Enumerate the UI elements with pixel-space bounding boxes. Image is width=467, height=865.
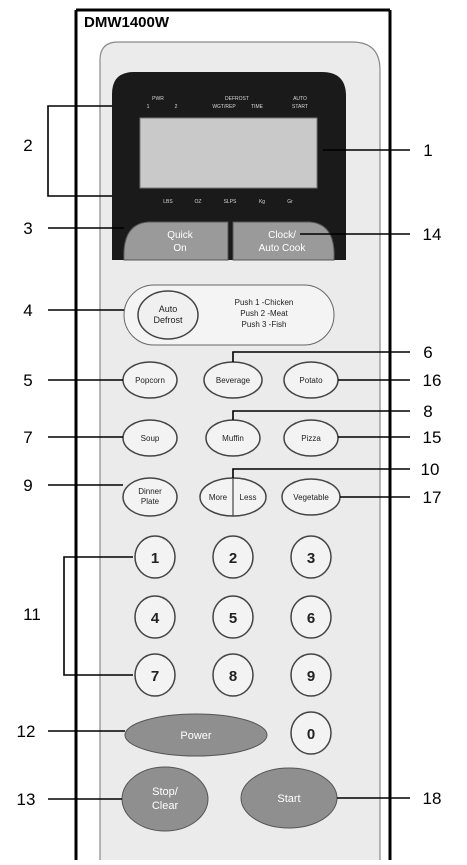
digit-1-button[interactable]: 1 [134, 535, 176, 579]
indicator-start: START [292, 104, 308, 110]
defrost-hint-fish: Push 3 -Fish [242, 320, 287, 329]
callout-5: 5 [23, 371, 32, 390]
auto-defrost-label-2: Defrost [153, 315, 183, 325]
lcd-window [139, 117, 318, 189]
callout-1: 1 [423, 141, 432, 160]
callout-2: 2 [23, 136, 32, 155]
digit-2-label: 2 [229, 550, 237, 567]
digit-5-button[interactable]: 5 [212, 595, 254, 639]
indicator-kg: Kg [259, 199, 265, 205]
pizza-button[interactable]: Pizza [283, 419, 339, 457]
popcorn-button[interactable]: Popcorn [122, 361, 178, 399]
digit-5-label: 5 [229, 610, 237, 627]
auto-defrost-label-1: Auto [159, 304, 178, 314]
digit-2-button[interactable]: 2 [212, 535, 254, 579]
digit-8-label: 8 [229, 668, 237, 685]
quick-on-label-2: On [173, 243, 186, 254]
indicator-defrost: DEFROST [225, 96, 249, 102]
soup-button[interactable]: Soup [122, 419, 178, 457]
callout-line-8 [232, 410, 410, 420]
callout-15: 15 [423, 428, 442, 447]
callout-line-6 [232, 351, 410, 362]
callout-14: 14 [423, 225, 442, 244]
stop-clear-label-2: Clear [152, 800, 179, 812]
callout-17: 17 [423, 488, 442, 507]
digit-0-label: 0 [307, 726, 315, 743]
digit-3-label: 3 [307, 550, 315, 567]
callout-13: 13 [17, 790, 36, 809]
digit-4-label: 4 [151, 610, 160, 627]
callout-bracket-11 [63, 556, 133, 676]
indicator-gr: Gr [287, 199, 293, 205]
indicator-auto: AUTO [293, 96, 307, 102]
dinner-plate-label-1: Dinner [138, 487, 162, 496]
stop-clear-button[interactable]: Stop/ Clear [121, 766, 209, 832]
callout-8: 8 [423, 402, 432, 421]
callout-4: 4 [23, 301, 32, 320]
power-button[interactable]: Power [124, 713, 268, 757]
callout-18: 18 [423, 789, 442, 808]
digit-9-label: 9 [307, 668, 315, 685]
model-number: DMW1400W [84, 14, 170, 31]
callout-7: 7 [23, 428, 32, 447]
digit-8-button[interactable]: 8 [212, 653, 254, 697]
start-label: Start [277, 793, 300, 805]
callout-bracket-2 [47, 105, 112, 197]
callout-6: 6 [423, 343, 432, 362]
digit-7-label: 7 [151, 668, 159, 685]
callout-10: 10 [421, 460, 440, 479]
clock-auto-cook-button[interactable]: Clock/ Auto Cook [232, 221, 335, 261]
dinner-plate-label-2: Plate [141, 497, 160, 506]
defrost-hint-chicken: Push 1 -Chicken [235, 298, 294, 307]
vegetable-button[interactable]: Vegetable [281, 478, 341, 516]
digit-7-button[interactable]: 7 [134, 653, 176, 697]
potato-button[interactable]: Potato [283, 361, 339, 399]
indicator-1: 1 [147, 104, 150, 110]
pizza-label: Pizza [301, 434, 321, 443]
vegetable-label: Vegetable [293, 493, 329, 502]
digit-3-button[interactable]: 3 [290, 535, 332, 579]
quick-on-label-1: Quick [167, 230, 194, 241]
digit-6-button[interactable]: 6 [290, 595, 332, 639]
digit-0-button[interactable]: 0 [290, 711, 332, 755]
indicator-pwr: PWR [152, 96, 164, 102]
digit-4-button[interactable]: 4 [134, 595, 176, 639]
indicator-oz: OZ [195, 199, 202, 205]
stop-clear-label-1: Stop/ [152, 786, 179, 798]
digit-1-label: 1 [151, 550, 159, 567]
beverage-label: Beverage [216, 376, 251, 385]
less-button[interactable]: Less [240, 493, 257, 502]
more-button[interactable]: More [209, 493, 228, 502]
potato-label: Potato [299, 376, 323, 385]
callout-11: 11 [23, 605, 41, 624]
popcorn-label: Popcorn [135, 376, 165, 385]
clock-label-1: Clock/ [268, 230, 296, 241]
callout-12: 12 [17, 722, 36, 741]
callout-3: 3 [23, 219, 32, 238]
quick-on-button[interactable]: Quick On [123, 221, 229, 261]
callout-lines [47, 105, 410, 800]
muffin-label: Muffin [222, 434, 244, 443]
start-button[interactable]: Start [240, 767, 338, 829]
callout-16: 16 [423, 371, 442, 390]
callout-line-10 [232, 468, 410, 478]
auto-defrost-button[interactable]: Auto Defrost [137, 290, 199, 340]
dinner-plate-button[interactable]: Dinner Plate [122, 477, 178, 517]
digit-6-label: 6 [307, 610, 315, 627]
soup-label: Soup [141, 434, 160, 443]
digit-9-button[interactable]: 9 [290, 653, 332, 697]
callout-9: 9 [23, 476, 32, 495]
defrost-hint-meat: Push 2 -Meat [240, 309, 288, 318]
beverage-button[interactable]: Beverage [203, 361, 263, 399]
indicator-lbs: LBS [163, 199, 173, 205]
indicator-slps: SLPS [224, 199, 237, 205]
indicator-wgt-rep: WGT/REP [212, 104, 236, 110]
clock-label-2: Auto Cook [259, 243, 307, 254]
power-label: Power [180, 730, 212, 742]
muffin-button[interactable]: Muffin [205, 419, 261, 457]
indicator-time: TIME [251, 104, 264, 110]
indicator-2: 2 [175, 104, 178, 110]
